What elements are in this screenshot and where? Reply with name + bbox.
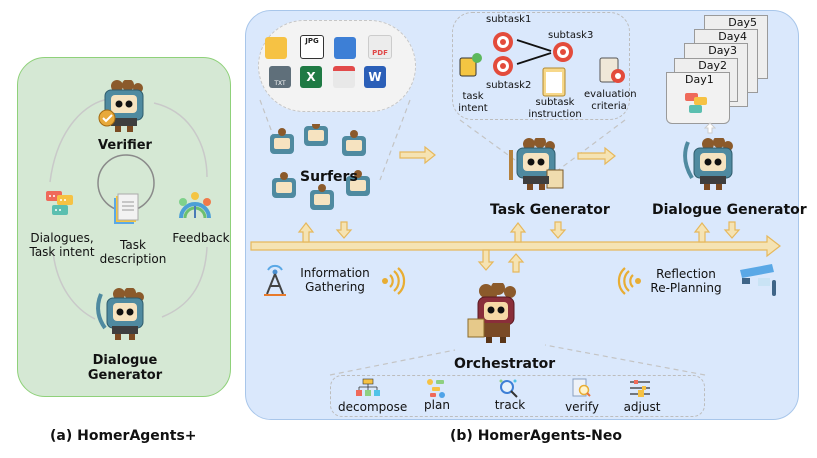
task-description-line2: description xyxy=(99,252,167,266)
dialogue-generator-label-a: Dialogue Generator xyxy=(85,353,165,383)
caption-a: (a) HomerAgents+ xyxy=(50,428,197,444)
verifier-robot xyxy=(93,79,157,140)
email-icon xyxy=(334,37,356,59)
target-icon-subtask3 xyxy=(553,42,573,62)
main-bus-arrow xyxy=(250,234,781,258)
subtask1-label: subtask1 xyxy=(486,14,532,25)
signal-waves-right-icon xyxy=(382,267,406,295)
signal-waves-left-icon xyxy=(617,267,641,295)
clipboard-icon xyxy=(542,67,566,97)
day2-label: Day2 xyxy=(698,59,727,72)
tool-verify: verify xyxy=(565,400,599,414)
surfers-robots xyxy=(270,124,370,210)
day1-chat-bubbles-icon xyxy=(685,93,707,113)
information-gathering-line1: Information xyxy=(300,266,370,280)
panel-a-cycle-arrows xyxy=(49,98,208,320)
evaluation-line2: criteria xyxy=(591,101,627,112)
calendar-icon xyxy=(333,66,355,88)
arrow-down-task xyxy=(549,221,567,239)
surfers-label: Surfers xyxy=(300,169,358,185)
adjust-icon xyxy=(630,380,650,397)
arrow-surfers-to-task xyxy=(399,145,436,165)
dialogue-generator-line1: Dialogue xyxy=(92,353,158,368)
dialogues-label-line2: Task intent xyxy=(29,245,95,259)
target-icon-subtask1 xyxy=(493,32,513,52)
dialogues-label: Dialogues, Task intent xyxy=(22,231,102,259)
day3-label: Day3 xyxy=(708,44,737,57)
excel-icon: X xyxy=(300,66,322,88)
reflection-replanning-label: Reflection Re-Planning xyxy=(650,267,722,295)
arrow-task-to-dialogue xyxy=(577,146,616,166)
dialogue-generator-robot-b xyxy=(680,136,744,198)
arrow-up-task xyxy=(509,222,527,243)
arrow-up-surfers xyxy=(297,222,315,243)
subtask-instruction-line2: instruction xyxy=(528,109,582,120)
folder-icon xyxy=(265,37,287,59)
task-detail-box xyxy=(452,12,630,120)
orchestrator-label: Orchestrator xyxy=(454,356,556,372)
dialogue-generator-line2: Generator xyxy=(87,368,163,383)
day1-label: Day1 xyxy=(685,73,714,86)
tool-track: track xyxy=(494,398,526,412)
track-icon xyxy=(499,379,518,398)
reflection-line2: Re-Planning xyxy=(650,281,722,295)
feedback-label: Feedback xyxy=(172,231,230,245)
chat-bubbles-icon xyxy=(46,191,73,215)
orchestrator-robot xyxy=(462,281,530,349)
evaluation-icon xyxy=(599,57,625,83)
task-intent-icon xyxy=(459,53,482,77)
surfer-robot xyxy=(270,134,294,154)
evaluation-line1: evaluation xyxy=(584,89,637,100)
day5-label: Day5 xyxy=(728,16,757,29)
antenna-tower-icon xyxy=(264,264,286,296)
dialogue-generator-label-b: Dialogue Generator xyxy=(652,202,807,218)
up-arrow-small-icon xyxy=(704,122,716,134)
pdf-icon: PDF xyxy=(368,35,392,59)
information-gathering-line2: Gathering xyxy=(305,280,365,294)
jpg-icon: JPG xyxy=(300,35,324,59)
tool-plan: plan xyxy=(424,398,450,412)
arrow-down-surfers xyxy=(335,221,353,239)
task-intent-label: task intent xyxy=(458,91,488,115)
subtask-graph xyxy=(459,32,625,97)
task-description-label: Task description xyxy=(96,238,170,266)
dialogue-generator-robot-a xyxy=(93,287,157,348)
dialogues-label-line1: Dialogues, xyxy=(30,231,94,245)
target-icon-subtask2 xyxy=(493,56,513,76)
arrow-up-dialogue xyxy=(693,222,711,243)
word-icon: W xyxy=(364,66,386,88)
day4-label: Day4 xyxy=(718,30,747,43)
task-generator-robot xyxy=(505,136,569,198)
feedback-gauge-icon xyxy=(179,192,211,219)
decompose-icon xyxy=(356,378,380,396)
verify-icon xyxy=(572,378,591,397)
evaluation-criteria-label: evaluation criteria xyxy=(584,89,637,113)
arrow-down-orchestrator xyxy=(477,249,495,271)
orchestrator-tools-box xyxy=(330,375,705,417)
reflection-line1: Reflection xyxy=(656,267,716,281)
arrow-down-dialogue xyxy=(723,221,741,239)
arrow-up-orchestrator xyxy=(507,253,525,273)
task-description-line1: Task xyxy=(120,238,146,252)
subtask-instruction-label: subtask instruction xyxy=(527,97,583,121)
information-gathering-label: Information Gathering xyxy=(296,266,374,294)
security-camera-icon xyxy=(740,264,776,296)
subtask2-label: subtask2 xyxy=(486,80,532,91)
verifier-label: Verifier xyxy=(98,138,152,153)
task-intent-line2: intent xyxy=(458,103,488,114)
tool-decompose: decompose xyxy=(338,400,408,414)
subtask3-label: subtask3 xyxy=(548,30,594,41)
caption-b: (b) HomerAgents-Neo xyxy=(450,428,622,444)
task-intent-line1: task xyxy=(462,91,484,102)
subtask-instruction-line1: subtask xyxy=(535,97,575,108)
plan-icon xyxy=(427,379,445,398)
flow-arrows xyxy=(250,145,781,273)
document-icon xyxy=(114,193,139,224)
txt-icon: TXT xyxy=(269,66,291,88)
tool-adjust: adjust xyxy=(623,400,661,414)
task-generator-label: Task Generator xyxy=(490,202,610,218)
